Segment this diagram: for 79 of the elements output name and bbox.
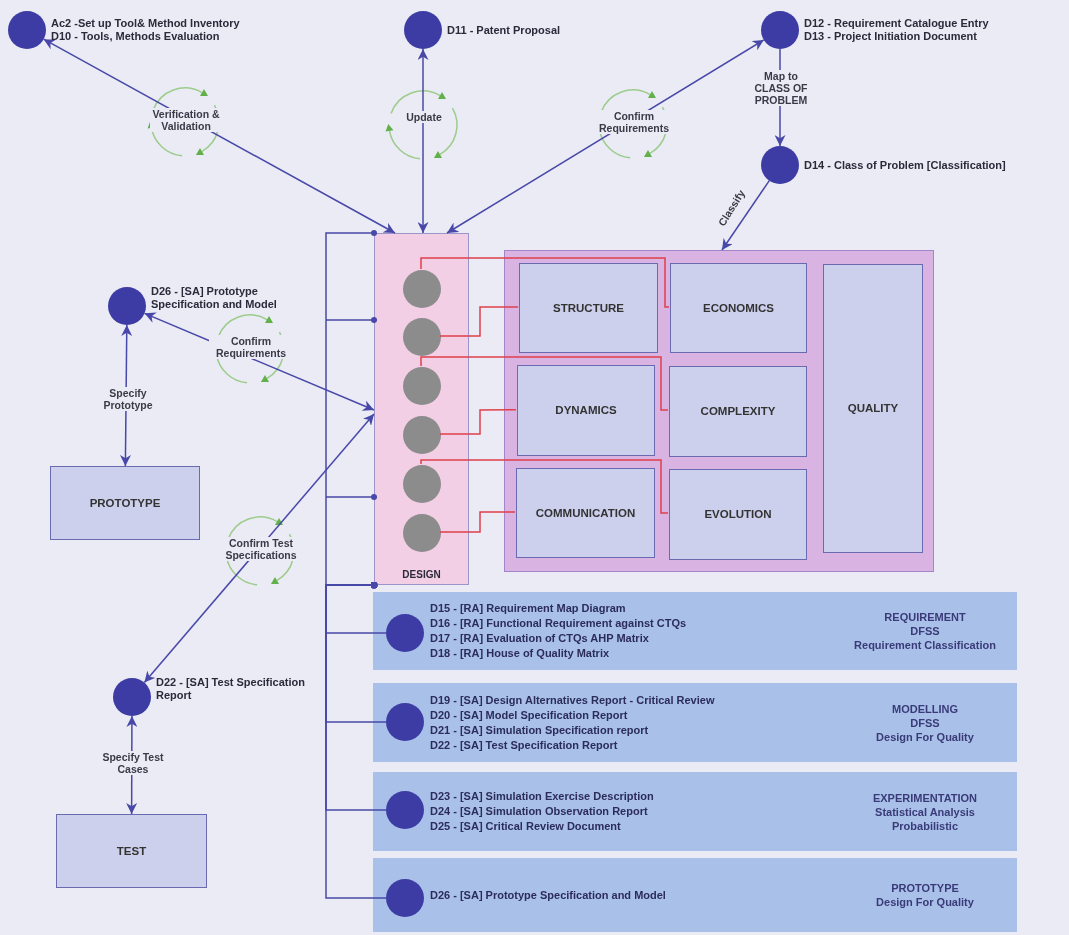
box-label: STRUCTURE: [553, 301, 624, 315]
document-label: D14 - Class of Problem [Classification]: [804, 158, 1006, 172]
phase-band: [373, 592, 1017, 670]
document-label: D22 - [SA] Test Specification Report: [156, 676, 306, 702]
deliverable-text: D15 - [RA] Requirement Map Diagram: [430, 601, 626, 616]
process-box: [669, 366, 807, 457]
phase-title: EXPERIMENTATION: [872, 790, 978, 805]
design-circle: [403, 318, 441, 356]
process-box: [669, 469, 807, 560]
process-box: [50, 466, 200, 540]
edge-label: Verification & Validation: [150, 108, 222, 132]
arrow: [721, 179, 771, 251]
phase-title: Probabilistic: [892, 818, 958, 833]
document-label: D12 - Requirement Catalogue Entry: [804, 17, 989, 30]
link-line: [420, 257, 670, 308]
design-circle: [403, 465, 441, 503]
document-circle: [386, 791, 424, 829]
phase-band: [373, 683, 1017, 762]
box-label: TEST: [116, 844, 147, 858]
arrow: [417, 48, 429, 234]
document-circle: [386, 614, 424, 652]
process-box: [519, 263, 658, 353]
deliverable-text: D20 - [SA] Model Specification Report: [430, 707, 628, 723]
deliverable-text: D25 - [SA] Critical Review Document: [430, 819, 621, 834]
document-circle: [386, 879, 424, 917]
panel-label: DESIGN: [401, 568, 442, 581]
link-line: [439, 306, 519, 337]
phase-title: MODELLING: [892, 701, 958, 716]
phase-title: Design For Quality: [876, 729, 974, 744]
design-circle: [403, 270, 441, 308]
classification-panel: [504, 250, 934, 572]
process-box: [517, 365, 655, 456]
box-label: DYNAMICS: [555, 404, 617, 417]
deliverable-text: D16 - [RA] Functional Requirement against CTQs: [430, 616, 687, 631]
process-box: [56, 814, 207, 888]
process-box: [670, 263, 807, 353]
document-circle: [386, 703, 424, 741]
phase-title: DFSS: [910, 624, 940, 638]
phase-band: [373, 858, 1017, 932]
box-label: COMPLEXITY: [700, 405, 776, 418]
phase-title: REQUIREMENT: [884, 610, 966, 624]
deliverable-text: D22 - [SA] Test Specification Report: [430, 737, 618, 753]
link-line: [439, 511, 516, 533]
design-circle: [403, 514, 441, 552]
process-box: [823, 264, 923, 553]
deliverable-text: D17 - [RA] Evaluation of CTQs AHP Matrix: [430, 631, 649, 646]
link-line: [420, 356, 669, 411]
document-label: D13 - Project Initiation Document: [804, 30, 977, 43]
phase-title: PROTOTYPE: [891, 881, 959, 895]
box-label: QUALITY: [847, 402, 899, 415]
design-circle: [403, 416, 441, 454]
arrow: [42, 38, 396, 234]
phase-band: [373, 772, 1017, 851]
box-label: COMMUNICATION: [535, 506, 636, 520]
process-box: [516, 468, 655, 558]
deliverable-text: D24 - [SA] Simulation Observation Report: [430, 804, 648, 819]
document-label: Ac2 -Set up Tool& Method Inventory: [51, 17, 240, 30]
box-label: PROTOTYPE: [89, 496, 161, 510]
deliverable-text: D26 - [SA] Prototype Specification and Model: [430, 887, 666, 903]
deliverable-text: D18 - [RA] House of Quality Matrix: [430, 646, 610, 661]
arrow: [143, 413, 375, 684]
box-label: EVOLUTION: [704, 508, 772, 521]
document-label: D26 - [SA] Prototype Specification and Model: [151, 285, 278, 311]
arrow: [446, 39, 765, 234]
link-line: [439, 409, 517, 435]
link-line: [420, 459, 669, 514]
deliverable-text: D21 - [SA] Simulation Specification report: [430, 722, 649, 738]
deliverable-text: D23 - [SA] Simulation Exercise Description: [430, 789, 654, 804]
design-circle: [403, 367, 441, 405]
phase-title: Requirement Classification: [854, 638, 996, 652]
document-label: D10 - Tools, Methods Evaluation: [51, 30, 220, 43]
edge-label: Specify Test Cases: [99, 751, 167, 775]
document-label: D11 - Patent Proposal: [447, 23, 561, 37]
phase-title: DFSS: [910, 715, 940, 730]
design-panel: [374, 233, 469, 585]
phase-title: Design For Quality: [876, 895, 974, 909]
box-label: ECONOMICS: [703, 301, 774, 315]
deliverable-text: D19 - [SA] Design Alternatives Report - Critical Review: [430, 692, 715, 708]
phase-title: Statistical Analysis: [875, 804, 975, 819]
